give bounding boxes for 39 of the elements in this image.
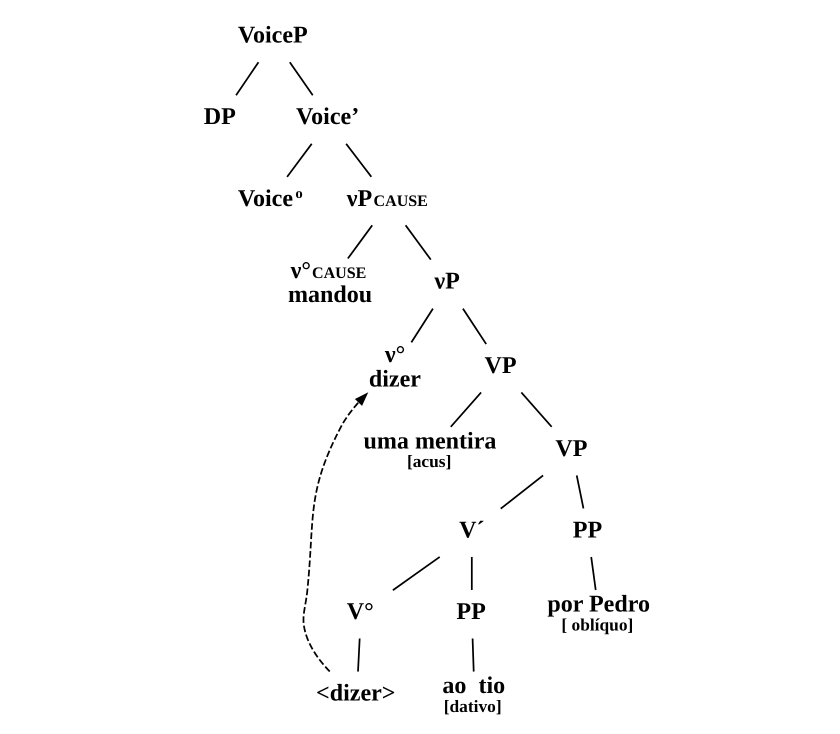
connector xyxy=(576,475,584,509)
node-text: <dizer> xyxy=(316,680,396,706)
connector xyxy=(462,308,487,345)
connector xyxy=(289,62,314,96)
connector xyxy=(520,392,552,428)
connector xyxy=(347,224,373,260)
node-text: V° xyxy=(346,598,374,625)
node-text: uma mentira xyxy=(364,428,496,454)
node-text: VP xyxy=(484,352,517,379)
node-text: V´ xyxy=(459,517,484,544)
connector xyxy=(500,474,544,510)
node-text: por Pedro xyxy=(547,592,650,618)
connector xyxy=(235,62,260,96)
node-label: [acus] xyxy=(406,452,452,472)
connector xyxy=(410,308,434,343)
node-text: νPCAUSE xyxy=(346,186,428,212)
node-text: Voice$^{o}$ xyxy=(238,186,303,212)
node-text: ao tio xyxy=(442,673,506,700)
node-text: ν°CAUSE mandou xyxy=(288,258,372,308)
connector xyxy=(472,638,475,672)
node-text: PP xyxy=(456,598,486,625)
connector xyxy=(470,556,473,590)
connector xyxy=(345,143,372,178)
connector xyxy=(404,224,432,260)
connector xyxy=(392,556,440,591)
node-label: [dativo] xyxy=(444,696,502,716)
node-text: ν° dizer xyxy=(368,342,421,392)
node-text: νP xyxy=(434,268,460,295)
node-label: [ oblíquo] xyxy=(561,615,634,634)
connector xyxy=(450,392,482,428)
node-text: VoiceP xyxy=(238,22,308,49)
node-text: Voice’ xyxy=(296,104,360,130)
connector xyxy=(590,556,597,590)
connector xyxy=(357,638,361,672)
connector xyxy=(286,143,312,178)
node-text: DP xyxy=(204,104,236,130)
node-text: VP xyxy=(555,436,588,462)
arrow xyxy=(302,392,368,672)
node-text: PP xyxy=(572,517,602,544)
